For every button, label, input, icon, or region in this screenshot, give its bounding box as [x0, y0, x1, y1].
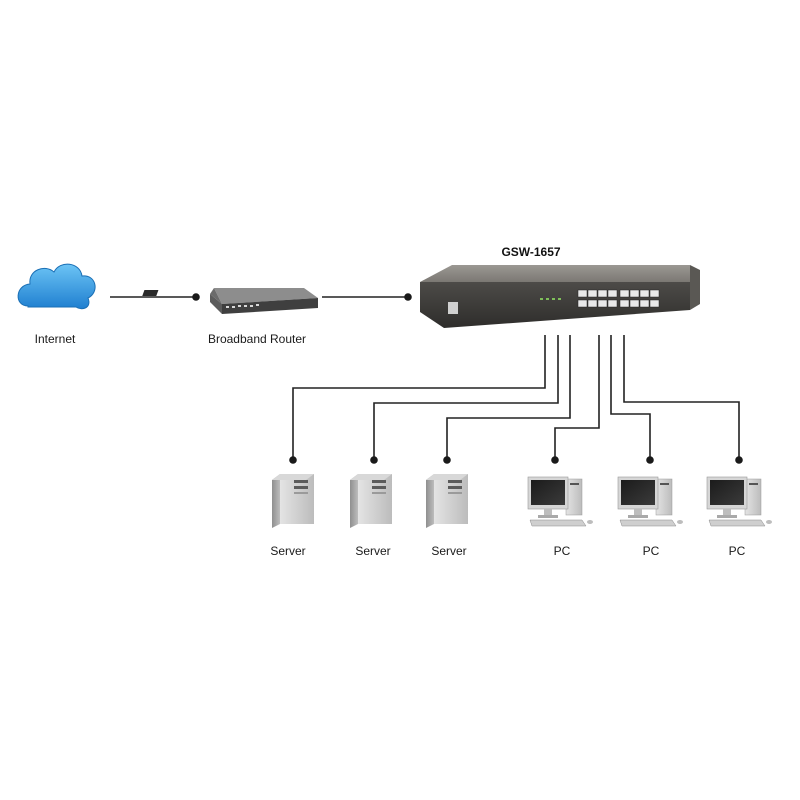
- router-label: Broadband Router: [207, 332, 307, 346]
- pc-label: PC: [553, 544, 571, 558]
- switch-model-label: GSW-1657: [501, 245, 561, 259]
- server-label: Server: [431, 544, 467, 558]
- connector-dot: [646, 456, 654, 464]
- connector-dot: [735, 456, 743, 464]
- wire-switch-server-1: [292, 335, 546, 459]
- connection-wires: [110, 296, 740, 459]
- pc-label: PC: [642, 544, 660, 558]
- connector-dot: [404, 293, 412, 301]
- server-icon: [272, 474, 314, 528]
- connector-dot: [370, 456, 378, 464]
- connector-dot: [551, 456, 559, 464]
- pc-label: PC: [728, 544, 746, 558]
- server-label: Server: [270, 544, 306, 558]
- router-icon: [142, 288, 318, 314]
- connection-dots: [192, 293, 743, 464]
- pc-icon: [527, 476, 593, 527]
- switch-icon: [420, 265, 700, 328]
- internet-label: Internet: [34, 332, 76, 346]
- wire-switch-pc-2: [610, 335, 651, 459]
- server-icon: [426, 474, 468, 528]
- connector-dot: [443, 456, 451, 464]
- connector-dot: [192, 293, 200, 301]
- pc-icon: [706, 476, 772, 527]
- pc-icon: [617, 476, 683, 527]
- cloud-icon: [17, 263, 96, 310]
- connector-dot: [289, 456, 297, 464]
- wire-switch-pc-1: [554, 335, 600, 459]
- server-icon: [350, 474, 392, 528]
- wire-switch-server-2: [373, 335, 559, 459]
- switch-logo: [448, 302, 458, 314]
- server-label: Server: [355, 544, 391, 558]
- switch-ports: [577, 289, 660, 308]
- wire-switch-server-3: [446, 335, 571, 459]
- wire-switch-pc-3: [623, 335, 740, 459]
